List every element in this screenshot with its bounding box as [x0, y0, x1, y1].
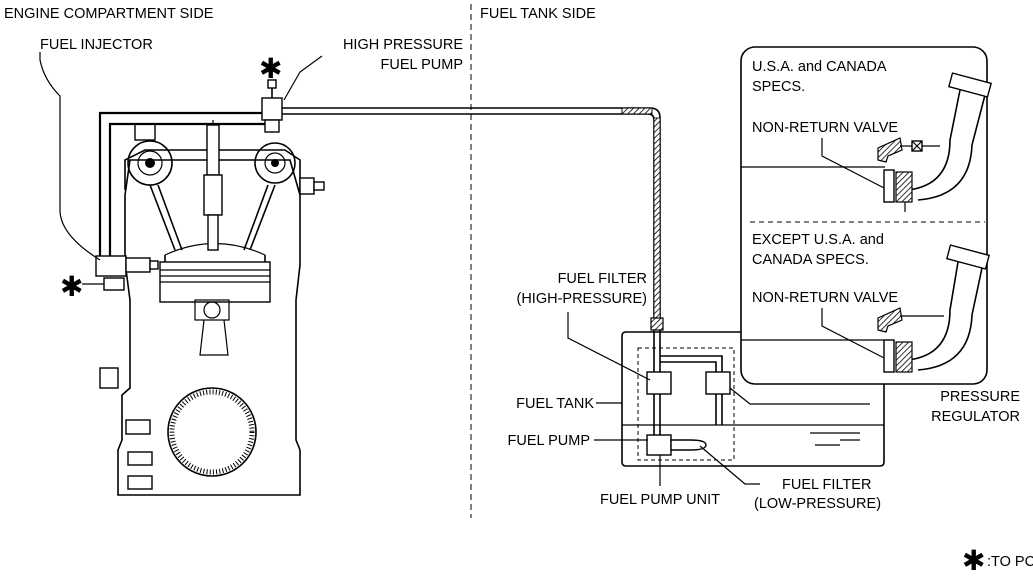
fuel-injector-leader: [39, 52, 101, 261]
fuel-pump-unit-label: FUEL PUMP UNIT: [600, 492, 720, 508]
fuel-pump-label: FUEL PUMP: [508, 433, 590, 449]
except-specs-line2: CANADA SPECS.: [752, 252, 869, 268]
inset-panel: U.S.A. and CANADA SPECS. NON-RETURN VALV…: [740, 46, 992, 385]
fuel-pump: [646, 434, 672, 456]
lp-filter-label-line2: (LOW-PRESSURE): [754, 496, 881, 512]
pressure-regulator: [705, 371, 731, 395]
tank-side-heading: FUEL TANK SIDE: [480, 6, 596, 22]
fuel-pump-unit: [637, 330, 735, 461]
except-specs-line1: EXCEPT U.S.A. and: [752, 232, 884, 248]
fuel-tank-label: FUEL TANK: [516, 396, 594, 412]
nrv-top-leader: [821, 138, 889, 191]
nrv-top-label: NON-RETURN VALVE: [752, 120, 898, 136]
usa-specs-line2: SPECS.: [752, 79, 805, 95]
injector-pcm-asterisk: ✱: [60, 270, 83, 303]
fuel-injector: [82, 111, 268, 291]
hp-filter-label-line2: (HIGH-PRESSURE): [516, 291, 647, 307]
hp-fuel-filter: [646, 371, 672, 395]
nrv-bottom-label: NON-RETURN VALVE: [752, 290, 898, 306]
high-pressure-fuel-pump: [261, 79, 283, 133]
pressure-regulator-label-line2: REGULATOR: [931, 409, 1020, 425]
hp-pump-leader: [283, 55, 323, 101]
hp-pump-pcm-asterisk: ✱: [259, 52, 282, 85]
usa-specs-line1: U.S.A. and CANADA: [752, 59, 887, 75]
pressure-regulator-leader: [729, 387, 870, 405]
engine-side-heading: ENGINE COMPARTMENT SIDE: [4, 6, 214, 22]
legend-text: :TO PCM: [987, 554, 1033, 570]
legend-asterisk: ✱: [962, 544, 985, 576]
fuel-injector-label: FUEL INJECTOR: [40, 37, 153, 53]
hp-filter-label-line1: FUEL FILTER: [558, 271, 647, 287]
engine-illustration: [99, 120, 325, 496]
pressure-regulator-label-line1: PRESSURE: [940, 389, 1020, 405]
hp-filter-leader: [567, 312, 651, 381]
lp-filter-label-line1: FUEL FILTER: [782, 477, 871, 493]
lp-fuel-filter: [670, 439, 707, 451]
nrv-bottom-leader: [821, 308, 889, 361]
hp-pump-label-line1: HIGH PRESSURE: [343, 37, 463, 53]
fuel-tank: [621, 331, 885, 467]
hp-pump-label-line2: FUEL PUMP: [381, 57, 463, 73]
fuel-supply-line: [282, 107, 664, 331]
lp-filter-leader: [699, 445, 760, 485]
